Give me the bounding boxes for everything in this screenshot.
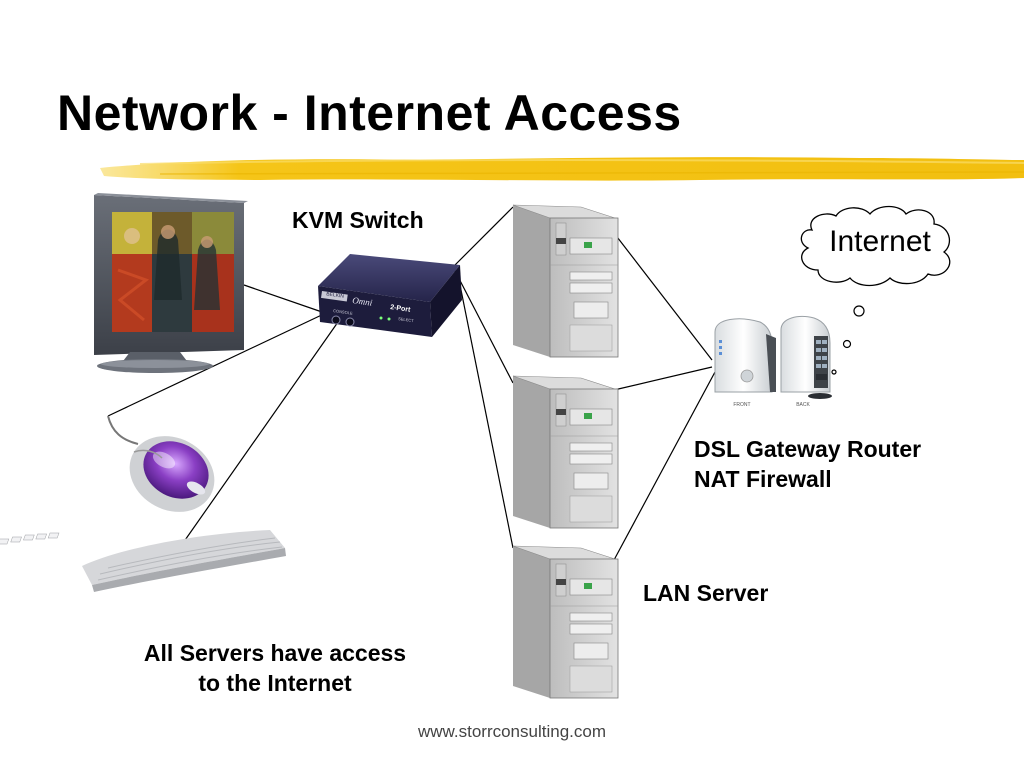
mouse-image <box>107 415 215 512</box>
keyboard-image <box>0 530 286 592</box>
thought-bubble-small <box>831 369 837 375</box>
monitor-image <box>94 193 248 373</box>
line-monitor-kvm <box>243 284 323 313</box>
kvm-select-text: SELECT <box>398 316 415 323</box>
router-front-text: FRONT <box>733 402 750 408</box>
kvm-brand-text: BELKIN <box>326 291 345 299</box>
kvm-model-text: Omni <box>352 295 374 308</box>
line-mouse-kvm <box>107 311 329 417</box>
internet-cloud <box>800 205 951 287</box>
line-server1-router <box>613 232 713 361</box>
line-kvm-server2 <box>452 266 514 384</box>
line-server3-router <box>613 371 716 561</box>
line-kvm-server1 <box>452 206 514 268</box>
dsl-router-image: FRONT BACK <box>714 316 832 408</box>
router-label-line-1: DSL Gateway Router <box>694 436 922 462</box>
line-keyboard-kvm <box>182 321 339 544</box>
kvm-console-text: CONSOLE <box>333 308 353 316</box>
thought-bubble-medium <box>842 339 852 349</box>
servers-access-line-1: All Servers have access <box>143 640 407 666</box>
line-kvm-server3 <box>457 274 514 549</box>
connection-lines <box>107 206 716 561</box>
line-server2-router <box>613 366 713 391</box>
kvm-switch-label: KVM Switch <box>292 207 424 233</box>
server-tower-1 <box>512 204 619 358</box>
server-tower-3 <box>512 545 619 699</box>
router-label: DSL Gateway Router NAT Firewall <box>694 434 921 494</box>
footer-url[interactable]: www.storrconsulting.com <box>417 722 606 741</box>
slide-title: Network - Internet Access <box>57 85 682 141</box>
router-label-line-2: NAT Firewall <box>694 466 832 492</box>
kvm-port-2 <box>345 317 355 327</box>
lan-server-label: LAN Server <box>643 580 769 606</box>
kvm-switch-image: BELKIN Omni 2-Port CONSOLE SELECT <box>318 254 462 337</box>
kvm-led-2 <box>387 317 391 321</box>
kvm-led-1 <box>379 316 383 320</box>
internet-label: Internet <box>829 225 931 258</box>
kvm-ports-text: 2-Port <box>390 304 412 314</box>
thought-bubbles <box>831 305 865 375</box>
title-underline-brush <box>100 157 1024 181</box>
router-back-text: BACK <box>796 402 810 408</box>
server-tower-2 <box>512 375 619 529</box>
kvm-port-1 <box>331 315 341 325</box>
servers-access-line-2: to the Internet <box>198 670 352 696</box>
servers-access-note: All Servers have access to the Internet <box>100 638 450 698</box>
thought-bubble-large <box>853 305 865 317</box>
